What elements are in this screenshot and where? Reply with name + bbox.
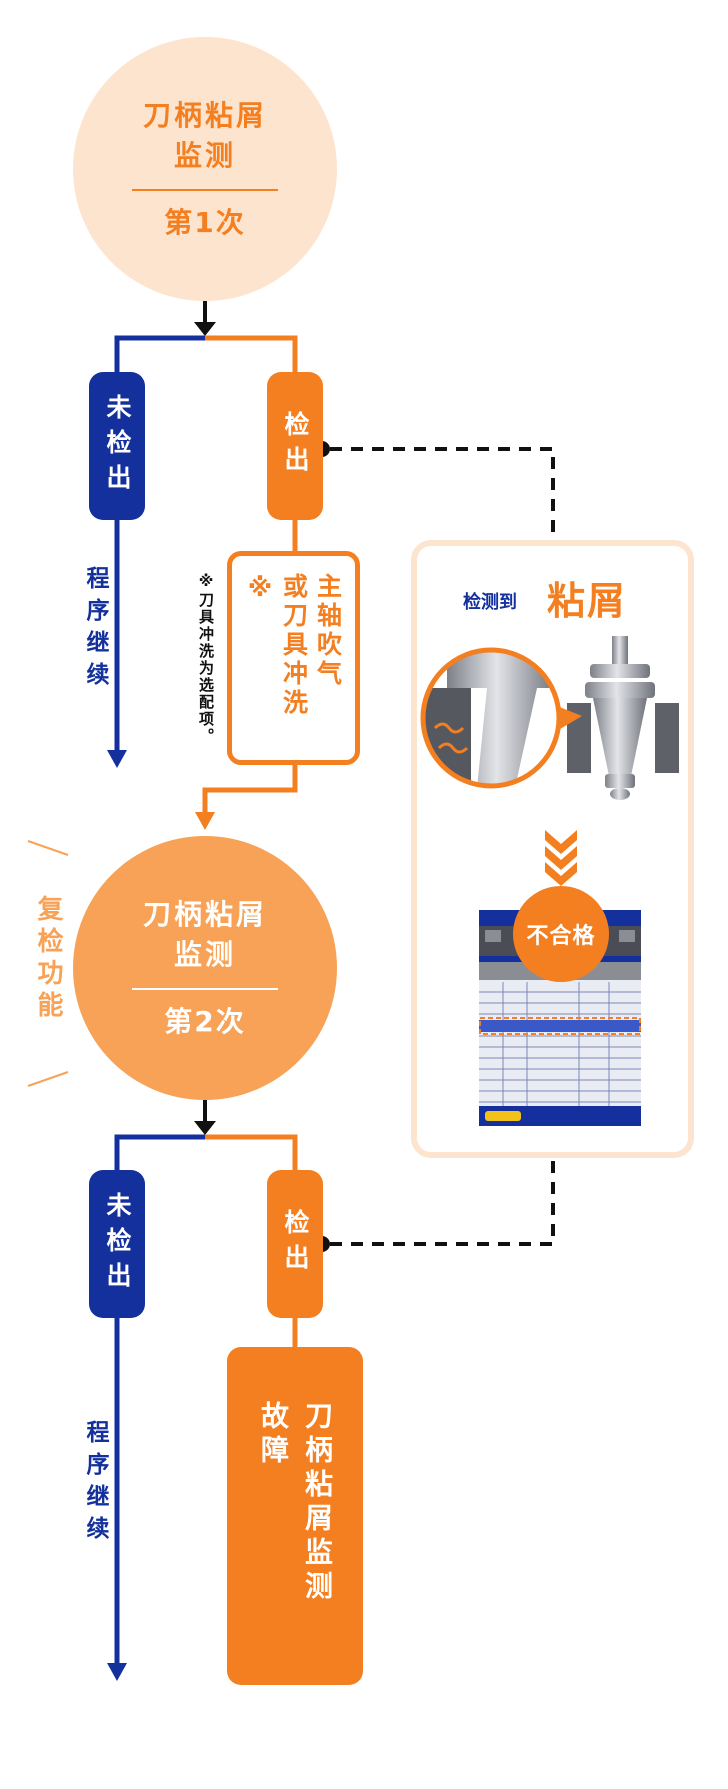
zoom-chip-2 [437,742,469,754]
first-check-divider [132,188,278,191]
continue-program-label-1: 程序继续 [82,566,108,694]
zoom-chip-1 [433,722,465,734]
not-detected-pill-1: 未检出 [89,372,145,520]
holder-flange-1 [590,664,650,678]
orange-return [202,765,298,815]
slash-top [27,840,69,856]
fault-line1: 刀柄粘屑监测 [301,1401,334,1605]
highlight-row [479,1017,641,1035]
holder-flange-2 [585,682,655,698]
arrow-blue-1 [107,750,127,768]
action-mark: ※ [245,573,275,606]
branch-blue-1 [114,335,205,752]
second-check-divider [132,987,278,990]
arrow-orange-return [195,812,215,830]
holder-taper [593,698,647,776]
continue-program-label-2: 程序继续 [82,1420,108,1548]
detected-pill-1: 检出 [267,372,323,520]
arrow-blue-2 [107,1663,127,1681]
branch-blue-2 [114,1134,205,1665]
holder-tip [610,788,630,800]
not-detected-label-2: 未检出 [103,1191,132,1297]
detected-keyword: 粘屑 [547,579,628,623]
first-check-circle: 刀柄粘屑 监测 第1次 [73,37,337,301]
action-line1: 主轴吹气 [313,573,343,689]
action-line2: 或刀具冲洗 [279,573,309,718]
zoom-bubble-border [420,647,562,789]
second-check-circle: 刀柄粘屑 监测 第2次 [73,836,337,1100]
dashed-link-2 [330,1158,555,1246]
reject-badge: 不合格 [513,886,609,982]
monitoring-fault-box: 刀柄粘屑监测故障 [227,1347,363,1685]
first-check-title-line2: 监测 [173,138,236,172]
second-check-title-line2: 监测 [173,937,236,971]
tool-holder-illustration [420,636,679,800]
first-check-title-line1: 刀柄粘屑 [142,98,267,132]
branch-orange-1 [205,335,298,372]
not-detected-pill-2: 未检出 [89,1170,145,1318]
slash-bottom [27,1071,69,1087]
not-detected-label-1: 未检出 [103,393,132,499]
detected-label-1: 检出 [281,411,310,481]
fault-line2: 故障 [257,1401,290,1469]
first-check-count: 第1次 [164,205,246,239]
down-chevrons-icon [545,830,577,886]
detected-pill-2: 检出 [267,1170,323,1318]
recheck-function-label: 复检功能 [33,895,63,1023]
air-blow-or-flush-box: 主轴吹气或刀具冲洗※ [227,551,360,765]
holder-nut [605,774,635,788]
arrow-head-2 [194,1121,216,1135]
second-check-title-line1: 刀柄粘屑 [142,897,267,931]
branch-orange-2 [205,1134,298,1170]
detection-panel: 检测到 粘屑 [411,540,694,1158]
spindle-block-right [655,703,679,773]
zoom-holder [447,650,557,786]
dashed-link-1 [330,447,555,540]
second-check-count: 第2次 [164,1004,246,1038]
holder-shank-top [612,636,628,666]
detected-label-2: 检出 [281,1209,310,1279]
detected-prefix: 检测到 [463,592,517,613]
optional-flush-note: ※刀具冲洗为选配项。 [197,572,215,745]
arrow-head-1 [194,322,216,336]
